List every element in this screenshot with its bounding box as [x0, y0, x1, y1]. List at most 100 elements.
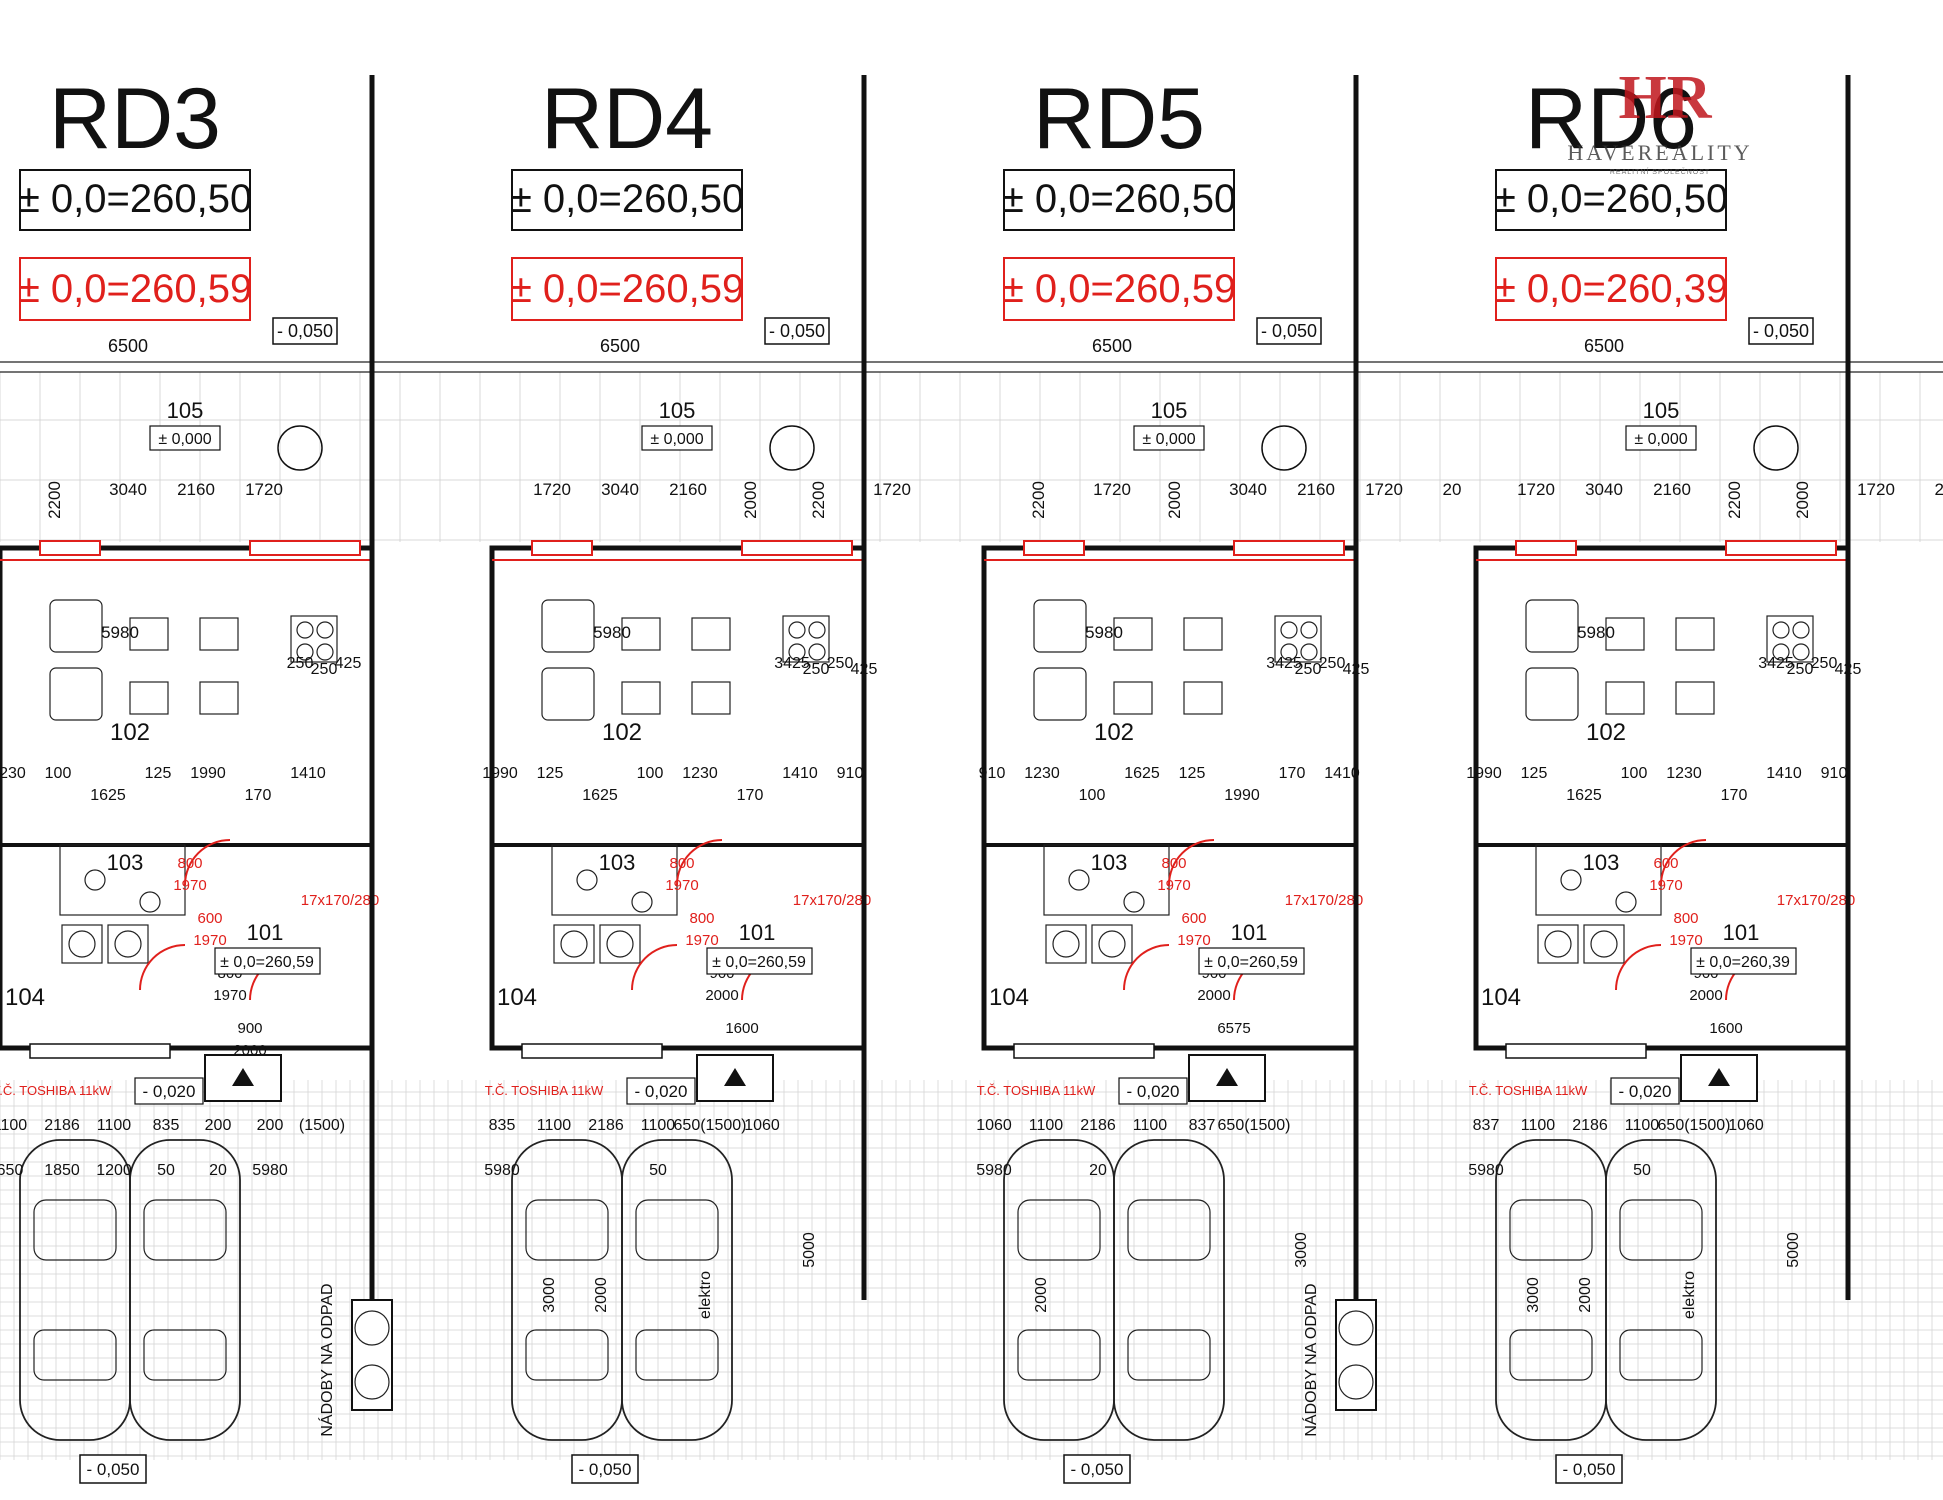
unit-rd6: RD6± 0,0=260,50± 0,0=260,39- 0,050650010…: [1466, 71, 1943, 1484]
row-dimension: 170: [737, 787, 764, 804]
washer: [61, 924, 103, 964]
door-dimension: 1970: [1177, 932, 1210, 949]
hob: [782, 615, 830, 663]
parking-dimension: 2000: [1577, 1277, 1594, 1313]
door-dimension: 800: [689, 910, 714, 927]
chair: [1113, 617, 1153, 651]
row-dimension: 1410: [290, 765, 326, 782]
unit-title: RD5: [1033, 71, 1205, 167]
entry-level-box: [134, 1077, 204, 1105]
window-red: [1023, 540, 1085, 556]
living-dimension: 250: [287, 655, 314, 672]
bathroom-number: 103: [599, 850, 636, 875]
hob-burner: [788, 621, 806, 639]
dimension: 2200: [1725, 481, 1744, 519]
dimension: 20: [1935, 480, 1943, 499]
dimension: 1720: [1517, 480, 1555, 499]
parking-dimension: 2186: [44, 1117, 80, 1134]
living-dimension: 3425: [1758, 655, 1794, 672]
car-outline: [1605, 1139, 1717, 1441]
parking-dimension: 2186: [588, 1117, 624, 1134]
living-dimension: 3425: [1266, 655, 1302, 672]
hob: [1274, 615, 1322, 663]
hall-room-number: 101: [247, 920, 284, 945]
door-dimension: 1970: [1157, 877, 1190, 894]
washer: [1537, 924, 1579, 964]
stair-label: 17x170/280: [1777, 892, 1855, 909]
row-dimension: 100: [1079, 787, 1106, 804]
parking-dimension: 837: [1473, 1117, 1500, 1134]
waste-bins: NÁDOBY NA ODPAD: [1301, 1283, 1377, 1437]
waste-bins: NÁDOBY NA ODPAD: [317, 1283, 393, 1437]
parking-dimension: 20: [209, 1162, 227, 1179]
hob: [1766, 615, 1814, 663]
parking-dimension: elektro: [697, 1271, 714, 1319]
row-dimension: 125: [1179, 765, 1206, 782]
door-dimension: 800: [177, 855, 202, 872]
terrace-room-number: 105: [1151, 398, 1188, 423]
entry-level: - 0,020: [143, 1082, 196, 1101]
row-dimension: 125: [145, 765, 172, 782]
parking-dimension: 835: [153, 1117, 180, 1134]
hob-burner: [1300, 621, 1318, 639]
living-room-number: 102: [110, 719, 150, 746]
car-rear-window: [1619, 1329, 1703, 1381]
terrace-level: - 0,050: [769, 321, 825, 341]
chair: [199, 617, 239, 651]
parking-dimension: 2186: [1572, 1117, 1608, 1134]
washbasin: [1068, 869, 1090, 891]
row-dimension: 1625: [1124, 765, 1160, 782]
bin-icon: [1338, 1310, 1374, 1346]
row-dimension: 1410: [1766, 765, 1802, 782]
level-box-red: [511, 257, 743, 321]
window-red: [249, 540, 361, 556]
row-dimension: 1410: [782, 765, 818, 782]
parking-dimension: 1100: [0, 1117, 27, 1134]
hob-burner: [1772, 643, 1790, 661]
front-window: [521, 1043, 663, 1059]
living-dimension: 250: [1319, 655, 1346, 672]
row-dimension: 100: [1621, 765, 1648, 782]
terrace-level-box: [272, 317, 338, 345]
parking-dimension: 1100: [641, 1117, 676, 1134]
front-window: [1505, 1043, 1647, 1059]
level-red: ± 0,0=260,59: [510, 267, 744, 311]
dimension: 1720: [245, 480, 283, 499]
wc: [1615, 891, 1637, 913]
hall-level-box: [1198, 947, 1305, 975]
parking-dimension: 200: [257, 1117, 284, 1134]
parking-dimension: 650(1500): [1658, 1117, 1731, 1134]
row-dimension: 1230: [682, 765, 718, 782]
hob-burner: [808, 643, 826, 661]
dimension: 1720: [1093, 480, 1131, 499]
bin-enclosure: [351, 1299, 393, 1411]
bottom-level-box: [1555, 1454, 1623, 1484]
door-dimension: 1970: [173, 877, 206, 894]
dimension: 2200: [1029, 481, 1048, 519]
level-red: ± 0,0=260,39: [1494, 267, 1728, 311]
armchair: [49, 667, 103, 721]
door-swing: [1615, 944, 1662, 991]
parking-dimension: elektro: [1681, 1271, 1698, 1319]
terrace-circle: [1753, 425, 1799, 471]
armchair: [1033, 599, 1087, 653]
terrace-circle: [1261, 425, 1307, 471]
door-swing: [139, 944, 186, 991]
entry-level-box: [1610, 1077, 1680, 1105]
car-windshield: [143, 1199, 227, 1261]
level-red: ± 0,0=260,59: [18, 267, 252, 311]
level-red: ± 0,0=260,59: [1002, 267, 1236, 311]
chair: [691, 681, 731, 715]
bottom-level: - 0,050: [87, 1460, 140, 1479]
living-dimension: 250: [1295, 661, 1322, 678]
dimension: 2160: [1653, 480, 1691, 499]
door-dimension: 2000: [1197, 987, 1230, 1004]
row-dimension: 100: [45, 765, 72, 782]
hall-room-number: 101: [1723, 920, 1760, 945]
door-dimension: 900: [237, 1020, 262, 1037]
hall-level-box: [706, 947, 813, 975]
door-swing: [1168, 839, 1215, 886]
parking-dimension: 1100: [97, 1117, 132, 1134]
row-dimension: 910: [837, 765, 864, 782]
washer: [1045, 924, 1087, 964]
